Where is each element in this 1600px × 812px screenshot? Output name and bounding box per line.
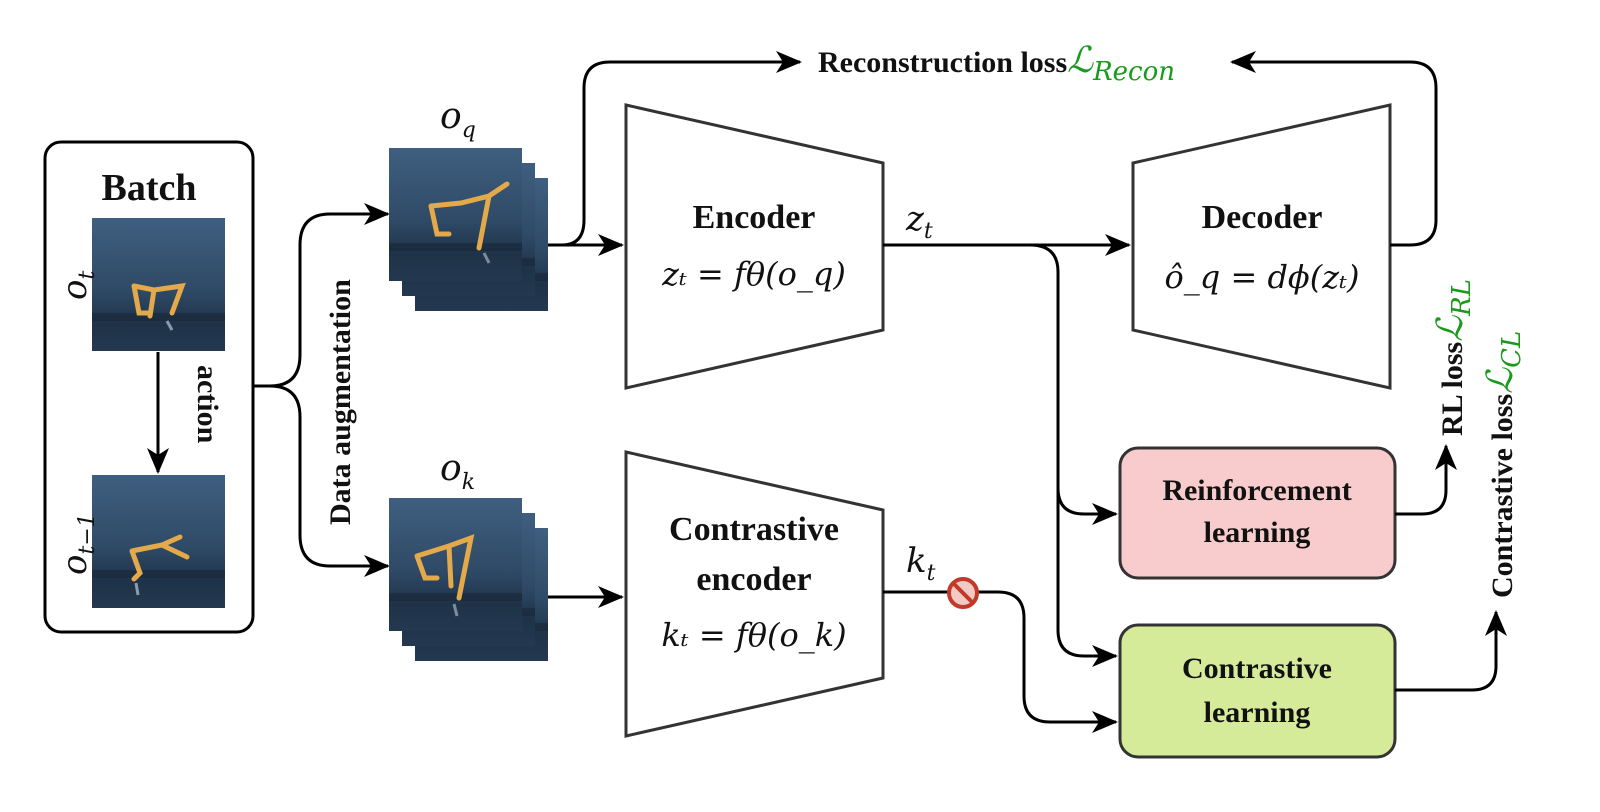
rl-box-line2: learning: [1204, 516, 1311, 549]
decoder-formula: ô_q = dϕ(zₜ): [1165, 258, 1360, 296]
cl-box-line2: learning: [1204, 696, 1311, 729]
z-t-label: zt: [905, 199, 933, 244]
z-to-rl-arrow: [1029, 243, 1118, 525]
rl-loss-label: RL lossℒRL: [1430, 279, 1477, 436]
z-to-cl-arrow: [1056, 488, 1118, 667]
contrastive-encoder-title-2: encoder: [696, 561, 811, 598]
augmentation-label: Data augmentation: [324, 279, 357, 525]
k-t-label: kt: [906, 541, 936, 586]
contrastive-encoder-title-1: Contrastive: [669, 511, 839, 548]
encoder-title: Encoder: [693, 199, 816, 236]
query-stack: oq: [389, 96, 548, 311]
encoder-block: Encoder zₜ = fθ(o_q): [624, 103, 885, 390]
encoder-formula: zₜ = fθ(o_q): [661, 255, 846, 293]
cl-loss-label: Contrastive lossℒCL: [1480, 331, 1527, 598]
key-stack: ok: [389, 448, 548, 661]
frame-o-t-minus-1: [92, 475, 225, 608]
label-o-t-minus-1: ot−1: [55, 513, 100, 575]
frame-o-t: [92, 218, 225, 351]
decoder-title: Decoder: [1202, 199, 1323, 236]
batch-box: Batch ot ot−1 action: [43, 140, 255, 634]
batch-title: Batch: [102, 167, 197, 209]
key-label: ok: [440, 448, 475, 495]
rl-box-line1: Reinforcement: [1162, 474, 1351, 507]
action-label: action: [191, 365, 224, 444]
cl-to-loss-arrow: [1395, 610, 1507, 692]
reinforcement-learning-box: Reinforcement learning: [1118, 446, 1397, 580]
contrastive-encoder-block: Contrastive encoder kₜ = fθ(o_k): [624, 450, 885, 738]
query-to-recon-arrow: [561, 51, 802, 247]
label-o-t: ot: [55, 271, 100, 300]
decoder-to-recon-arrow: [1230, 51, 1438, 247]
rl-to-loss-arrow: [1395, 444, 1457, 516]
query-label: oq: [440, 96, 476, 143]
contrastive-learning-box: Contrastive learning: [1118, 623, 1397, 759]
reconstruction-loss-label: Reconstruction lossℒRecon: [818, 40, 1175, 87]
cl-box-line1: Contrastive: [1182, 652, 1332, 685]
no-entry-icon: [947, 577, 979, 609]
contrastive-encoder-formula: kₜ = fθ(o_k): [661, 616, 846, 654]
decoder-block: Decoder ô_q = dϕ(zₜ): [1131, 103, 1392, 390]
augmentation-split: Data augmentation: [253, 203, 390, 577]
k-to-cl-arrow: [883, 590, 1118, 733]
